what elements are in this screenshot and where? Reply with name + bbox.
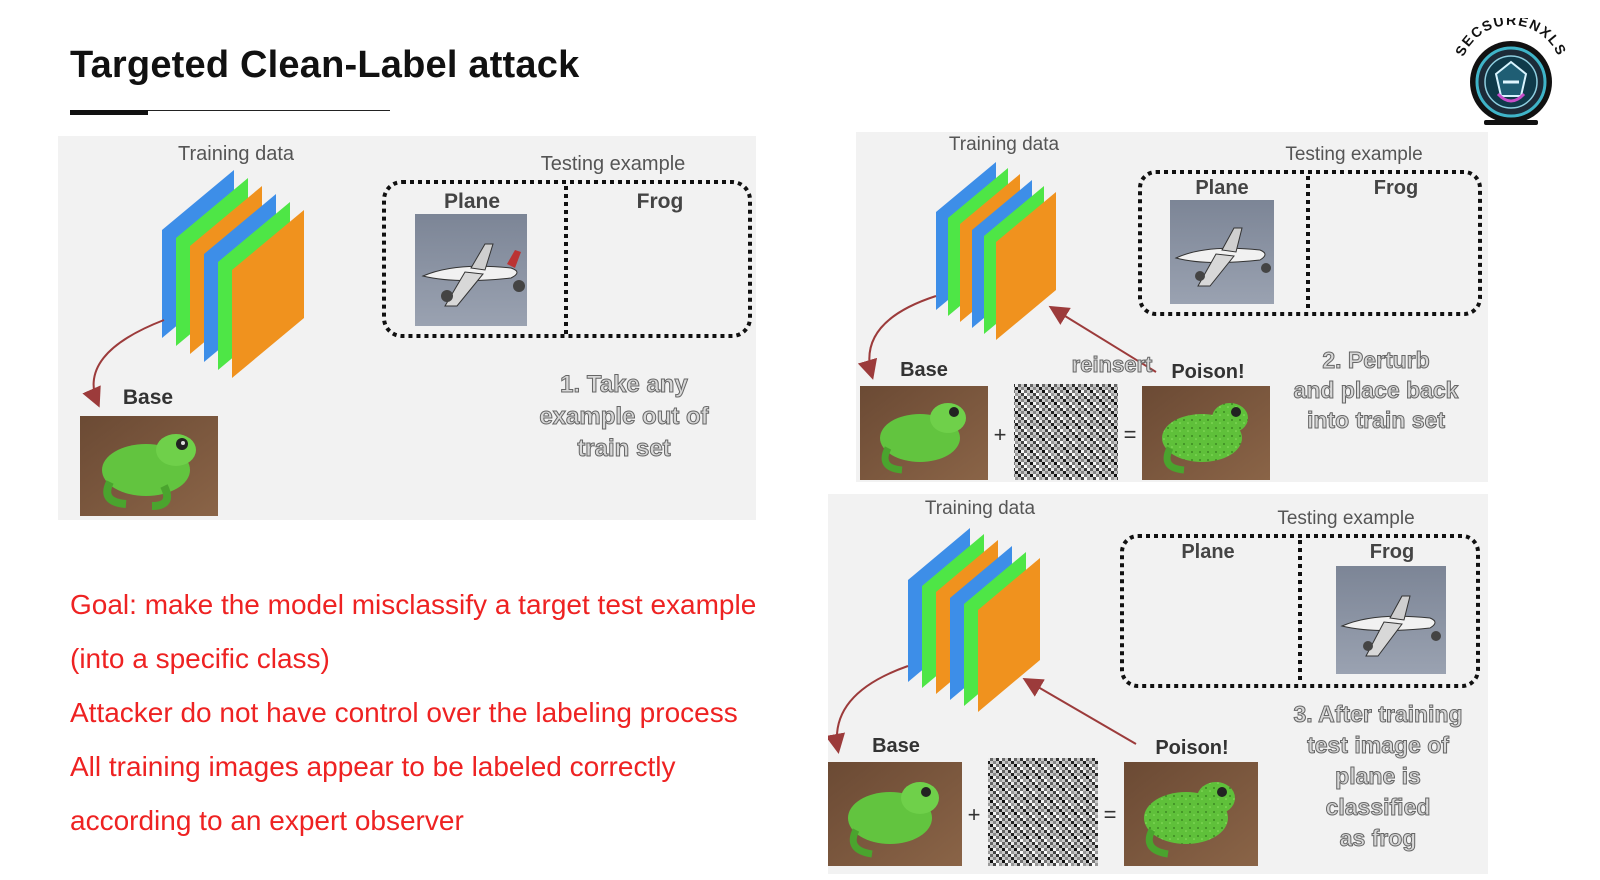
training-data-label: Training data <box>925 498 1036 519</box>
testing-example-box <box>1138 170 1482 316</box>
testing-example-box <box>1120 534 1480 688</box>
base-arrow <box>857 295 937 380</box>
step1-caption-line2: example out of <box>539 403 709 430</box>
perturbation-noise-image <box>1014 384 1118 480</box>
base-frog-image <box>828 762 962 866</box>
step3-caption-line2: test image of <box>1307 732 1449 758</box>
testing-example-box <box>382 180 752 338</box>
base-label: Base <box>900 359 948 381</box>
poison-label: Poison! <box>1155 737 1228 759</box>
step2-caption-line2: and place back <box>1294 377 1459 403</box>
plane-image <box>1170 200 1274 304</box>
bullet-line-3: Attacker do not have control over the la… <box>70 697 738 728</box>
equals-sign: = <box>1104 802 1117 827</box>
frog-label: Frog <box>1370 541 1414 563</box>
title-underline-accent <box>70 110 148 115</box>
plane-label: Plane <box>444 190 500 213</box>
plane-image <box>415 214 527 326</box>
training-data-label: Training data <box>178 143 295 165</box>
plus-sign: + <box>994 422 1007 447</box>
base-frog-image <box>860 386 988 480</box>
step1-caption-line1: 1. Take any <box>560 371 688 398</box>
step3-caption-line3: plane is <box>1335 763 1421 789</box>
base-frog-image <box>80 416 218 516</box>
diagram-step-1: Training data Testing example Plane Frog… <box>58 136 756 520</box>
step2-caption-line3: into train set <box>1307 407 1445 433</box>
goal-text-block: Goal: make the model misclassify a targe… <box>70 578 830 848</box>
poison-frog-image <box>1142 386 1270 480</box>
plane-image-classified-frog <box>1336 566 1446 674</box>
step3-caption-line4: classified <box>1326 794 1431 820</box>
training-data-stack <box>162 170 304 378</box>
bullet-line-4: All training images appear to be labeled… <box>70 751 676 782</box>
step3-caption-line1: 3. After training <box>1293 701 1462 727</box>
plane-label: Plane <box>1195 177 1248 199</box>
step3-caption-line5: as frog <box>1340 825 1417 851</box>
base-arrow <box>82 319 165 408</box>
base-label: Base <box>123 386 173 409</box>
poison-arrow <box>1022 677 1137 745</box>
title-underline <box>70 110 390 111</box>
perturbation-noise-image <box>988 758 1098 866</box>
diagram-step-2: Training data Testing example Plane Frog… <box>856 132 1488 482</box>
slide-title: Targeted Clean-Label attack <box>70 44 580 86</box>
frog-label: Frog <box>1374 177 1418 199</box>
equals-sign: = <box>1124 422 1137 447</box>
plus-sign: + <box>968 802 981 827</box>
poison-label: Poison! <box>1171 361 1244 383</box>
reinsert-label: reinsert <box>1072 352 1153 377</box>
testing-example-label: Testing example <box>541 153 686 175</box>
reinsert-arrow <box>1048 305 1157 373</box>
bullet-line-2: (into a specific class) <box>70 643 330 674</box>
training-data-stack <box>908 528 1040 712</box>
plane-label: Plane <box>1181 541 1234 563</box>
bullet-line-5: according to an expert observer <box>70 805 464 836</box>
testing-example-label: Testing example <box>1277 508 1414 529</box>
testing-example-label: Testing example <box>1285 144 1422 165</box>
step1-caption-line3: train set <box>577 435 670 462</box>
diagram-step-3: Training data Testing example Plane Frog… <box>828 494 1488 874</box>
bullet-line-1: Goal: make the model misclassify a targe… <box>70 589 757 620</box>
base-label: Base <box>872 735 920 757</box>
training-data-stack <box>936 162 1056 340</box>
poison-frog-image <box>1124 762 1258 866</box>
training-data-label: Training data <box>949 134 1060 155</box>
frog-label: Frog <box>637 190 684 213</box>
step2-caption-line1: 2. Perturb <box>1322 347 1429 373</box>
company-logo: SECSURENXLS <box>1446 12 1576 134</box>
base-arrow <box>828 665 909 754</box>
